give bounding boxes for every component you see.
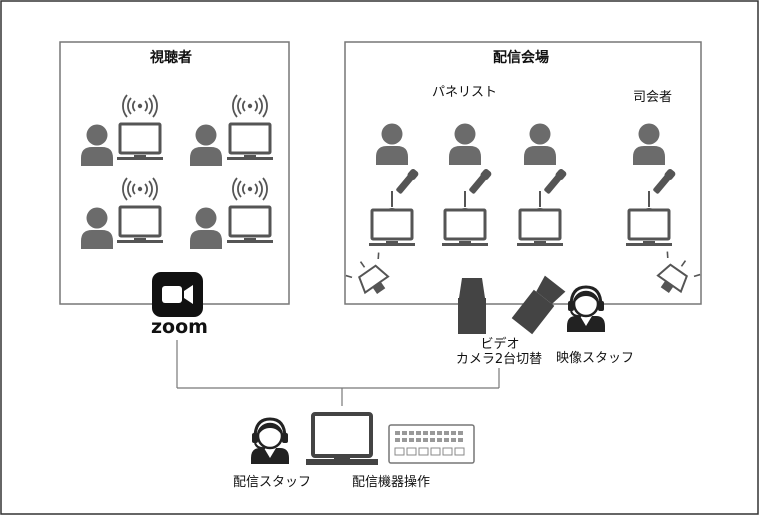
video-staff-icon <box>565 285 607 334</box>
control-laptop-icon <box>306 412 378 465</box>
zoom-wordmark: zoom <box>151 316 208 338</box>
streaming-staff-icon <box>249 417 291 466</box>
zoom-logo <box>152 272 203 317</box>
panelists-label: パネリスト <box>432 85 498 100</box>
viewers-box <box>59 41 290 305</box>
video-label-line2: カメラ2台切替 <box>455 352 543 367</box>
venue-title: 配信会場 <box>493 50 549 66</box>
device-operation-label: 配信機器操作 <box>352 475 431 490</box>
video-label-line1: ビデオ <box>480 337 520 352</box>
video-staff-label: 映像スタッフ <box>556 351 635 366</box>
venue-box <box>344 41 702 305</box>
spotlight-right-icon <box>656 251 701 294</box>
spotlight-left-icon <box>345 252 390 295</box>
video-camera-2-icon <box>511 275 566 335</box>
viewers-title: 視聴者 <box>150 50 192 66</box>
streaming-staff-label: 配信スタッフ <box>233 475 312 490</box>
host-label: 司会者 <box>633 90 673 105</box>
switcher-device-icon <box>388 424 475 464</box>
video-camera-1-icon <box>458 278 486 334</box>
connector-lines <box>176 340 500 406</box>
